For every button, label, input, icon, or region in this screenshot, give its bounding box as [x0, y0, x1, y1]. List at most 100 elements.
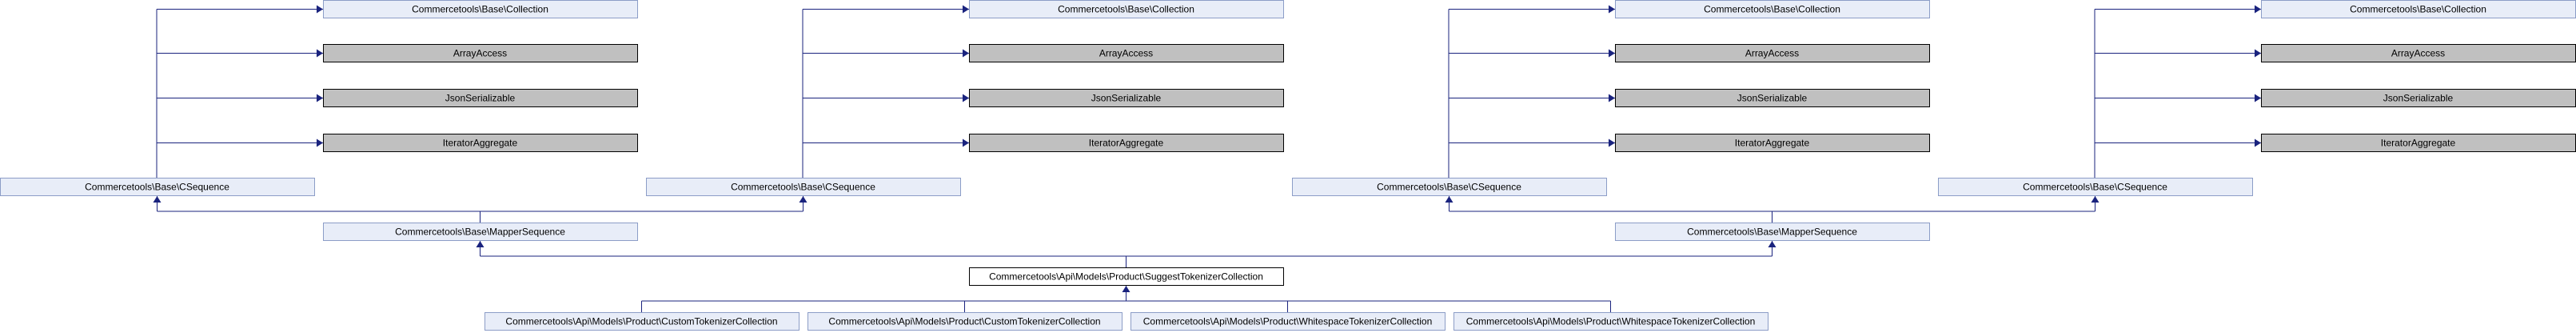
class-node-box: [969, 44, 1284, 62]
class-node-wtc2[interactable]: Commercetools\Api\Models\Product\Whitesp…: [1453, 312, 1769, 331]
arrowhead-cseq3-iter3: [1609, 138, 1615, 147]
class-node-box: [969, 134, 1284, 152]
class-node-mseq2[interactable]: Commercetools\Base\MapperSequence: [1615, 223, 1930, 241]
class-node-label: Commercetools\Api\Models\Product\Suggest…: [989, 271, 1263, 283]
class-node-label: Commercetools\Base\CSequence: [1377, 182, 1521, 193]
class-node-col2[interactable]: Commercetools\Base\Collection: [969, 0, 1284, 18]
class-node-label: Commercetools\Base\Collection: [1058, 4, 1194, 15]
class-node-label: IteratorAggregate: [1089, 138, 1164, 149]
class-node-label: IteratorAggregate: [2381, 138, 2456, 149]
class-node-label: Commercetools\Base\CSequence: [2023, 182, 2167, 193]
class-node-box: [323, 223, 638, 241]
class-node-arr3[interactable]: ArrayAccess: [1615, 44, 1930, 62]
class-node-box: [969, 89, 1284, 107]
arrowhead-cseq3-col3: [1609, 5, 1615, 14]
class-node-iter4[interactable]: IteratorAggregate: [2261, 134, 2576, 152]
class-node-box: [1615, 0, 1930, 18]
class-node-label: JsonSerializable: [1091, 93, 1162, 104]
arrowhead-cseq4-iter4: [2255, 138, 2261, 147]
class-node-box: [1615, 89, 1930, 107]
class-node-box: [1453, 312, 1769, 331]
class-node-label: Commercetools\Api\Models\Product\CustomT…: [505, 316, 777, 327]
mseq2-fork-arrowhead-cseq4: [2091, 196, 2099, 203]
class-node-label: IteratorAggregate: [443, 138, 518, 149]
class-node-label: Commercetools\Base\CSequence: [85, 182, 229, 193]
class-node-ctc1[interactable]: Commercetools\Api\Models\Product\CustomT…: [484, 312, 800, 331]
class-node-label: ArrayAccess: [2391, 48, 2445, 59]
class-node-label: ArrayAccess: [1745, 48, 1799, 59]
class-node-label: IteratorAggregate: [1735, 138, 1810, 149]
arrowhead-cseq1-iter1: [317, 138, 323, 147]
class-node-box: [1130, 312, 1446, 331]
class-node-col4[interactable]: Commercetools\Base\Collection: [2261, 0, 2576, 18]
arrowhead-cseq2-col2: [963, 5, 969, 14]
class-node-mseq1[interactable]: Commercetools\Base\MapperSequence: [323, 223, 638, 241]
arrowhead-cseq1-json1: [317, 94, 323, 102]
class-node-box: [1615, 44, 1930, 62]
arrowhead-cseq4-arr4: [2255, 49, 2261, 58]
class-node-iter3[interactable]: IteratorAggregate: [1615, 134, 1930, 152]
subclass-arrowhead-main: [1122, 286, 1130, 292]
inheritance-edges: [153, 5, 2261, 312]
class-node-box: [1938, 178, 2253, 196]
class-node-box: [1615, 223, 1930, 241]
mseq1-fork-arrowhead-cseq1: [153, 196, 161, 203]
class-node-label: Commercetools\Base\Collection: [412, 4, 548, 15]
class-node-box: [484, 312, 800, 331]
class-node-box: [969, 0, 1284, 18]
class-node-arr1[interactable]: ArrayAccess: [323, 44, 638, 62]
class-node-label: JsonSerializable: [445, 93, 516, 104]
class-node-label: Commercetools\Base\MapperSequence: [395, 227, 565, 238]
class-node-json2[interactable]: JsonSerializable: [969, 89, 1284, 107]
class-node-label: Commercetools\Api\Models\Product\Whitesp…: [1466, 316, 1756, 327]
arrowhead-cseq1-col1: [317, 5, 323, 14]
class-node-cseq2[interactable]: Commercetools\Base\CSequence: [646, 178, 961, 196]
class-node-arr4[interactable]: ArrayAccess: [2261, 44, 2576, 62]
class-node-box: [1292, 178, 1607, 196]
class-node-box: [969, 267, 1284, 286]
class-node-label: ArrayAccess: [1099, 48, 1153, 59]
class-node-box: [323, 44, 638, 62]
class-node-box: [1615, 134, 1930, 152]
class-node-label: Commercetools\Base\MapperSequence: [1687, 227, 1857, 238]
class-node-cseq1[interactable]: Commercetools\Base\CSequence: [0, 178, 315, 196]
class-node-box: [323, 134, 638, 152]
class-node-label: Commercetools\Api\Models\Product\CustomT…: [828, 316, 1100, 327]
class-node-label: Commercetools\Api\Models\Product\Whitesp…: [1143, 316, 1433, 327]
arrowhead-cseq2-json2: [963, 94, 969, 102]
class-node-iter1[interactable]: IteratorAggregate: [323, 134, 638, 152]
class-node-json1[interactable]: JsonSerializable: [323, 89, 638, 107]
class-node-label: Commercetools\Base\Collection: [2350, 4, 2486, 15]
arrowhead-cseq4-col4: [2255, 5, 2261, 14]
class-node-arr2[interactable]: ArrayAccess: [969, 44, 1284, 62]
arrowhead-cseq4-json4: [2255, 94, 2261, 102]
class-node-col3[interactable]: Commercetools\Base\Collection: [1615, 0, 1930, 18]
class-node-col1[interactable]: Commercetools\Base\Collection: [323, 0, 638, 18]
class-node-box: [323, 0, 638, 18]
class-node-label: JsonSerializable: [2383, 93, 2454, 104]
class-node-box: [0, 178, 315, 196]
arrowhead-cseq2-arr2: [963, 49, 969, 58]
class-node-label: Commercetools\Base\Collection: [1704, 4, 1840, 15]
class-node-box: [807, 312, 1123, 331]
class-node-label: JsonSerializable: [1737, 93, 1808, 104]
arrowhead-cseq3-json3: [1609, 94, 1615, 102]
class-node-label: Commercetools\Base\CSequence: [731, 182, 875, 193]
class-node-cseq4[interactable]: Commercetools\Base\CSequence: [1938, 178, 2253, 196]
class-node-cseq3[interactable]: Commercetools\Base\CSequence: [1292, 178, 1607, 196]
main-fork-arrowhead-mseq1: [476, 241, 484, 247]
class-node-ctc2[interactable]: Commercetools\Api\Models\Product\CustomT…: [807, 312, 1123, 331]
main-fork-arrowhead-mseq2: [1768, 241, 1776, 247]
class-node-json3[interactable]: JsonSerializable: [1615, 89, 1930, 107]
class-node-box: [646, 178, 961, 196]
class-node-main[interactable]: Commercetools\Api\Models\Product\Suggest…: [969, 267, 1284, 286]
class-node-iter2[interactable]: IteratorAggregate: [969, 134, 1284, 152]
class-node-json4[interactable]: JsonSerializable: [2261, 89, 2576, 107]
mseq1-fork-arrowhead-cseq2: [799, 196, 807, 203]
arrowhead-cseq2-iter2: [963, 138, 969, 147]
class-node-label: ArrayAccess: [453, 48, 507, 59]
class-node-box: [323, 89, 638, 107]
class-node-wtc1[interactable]: Commercetools\Api\Models\Product\Whitesp…: [1130, 312, 1446, 331]
